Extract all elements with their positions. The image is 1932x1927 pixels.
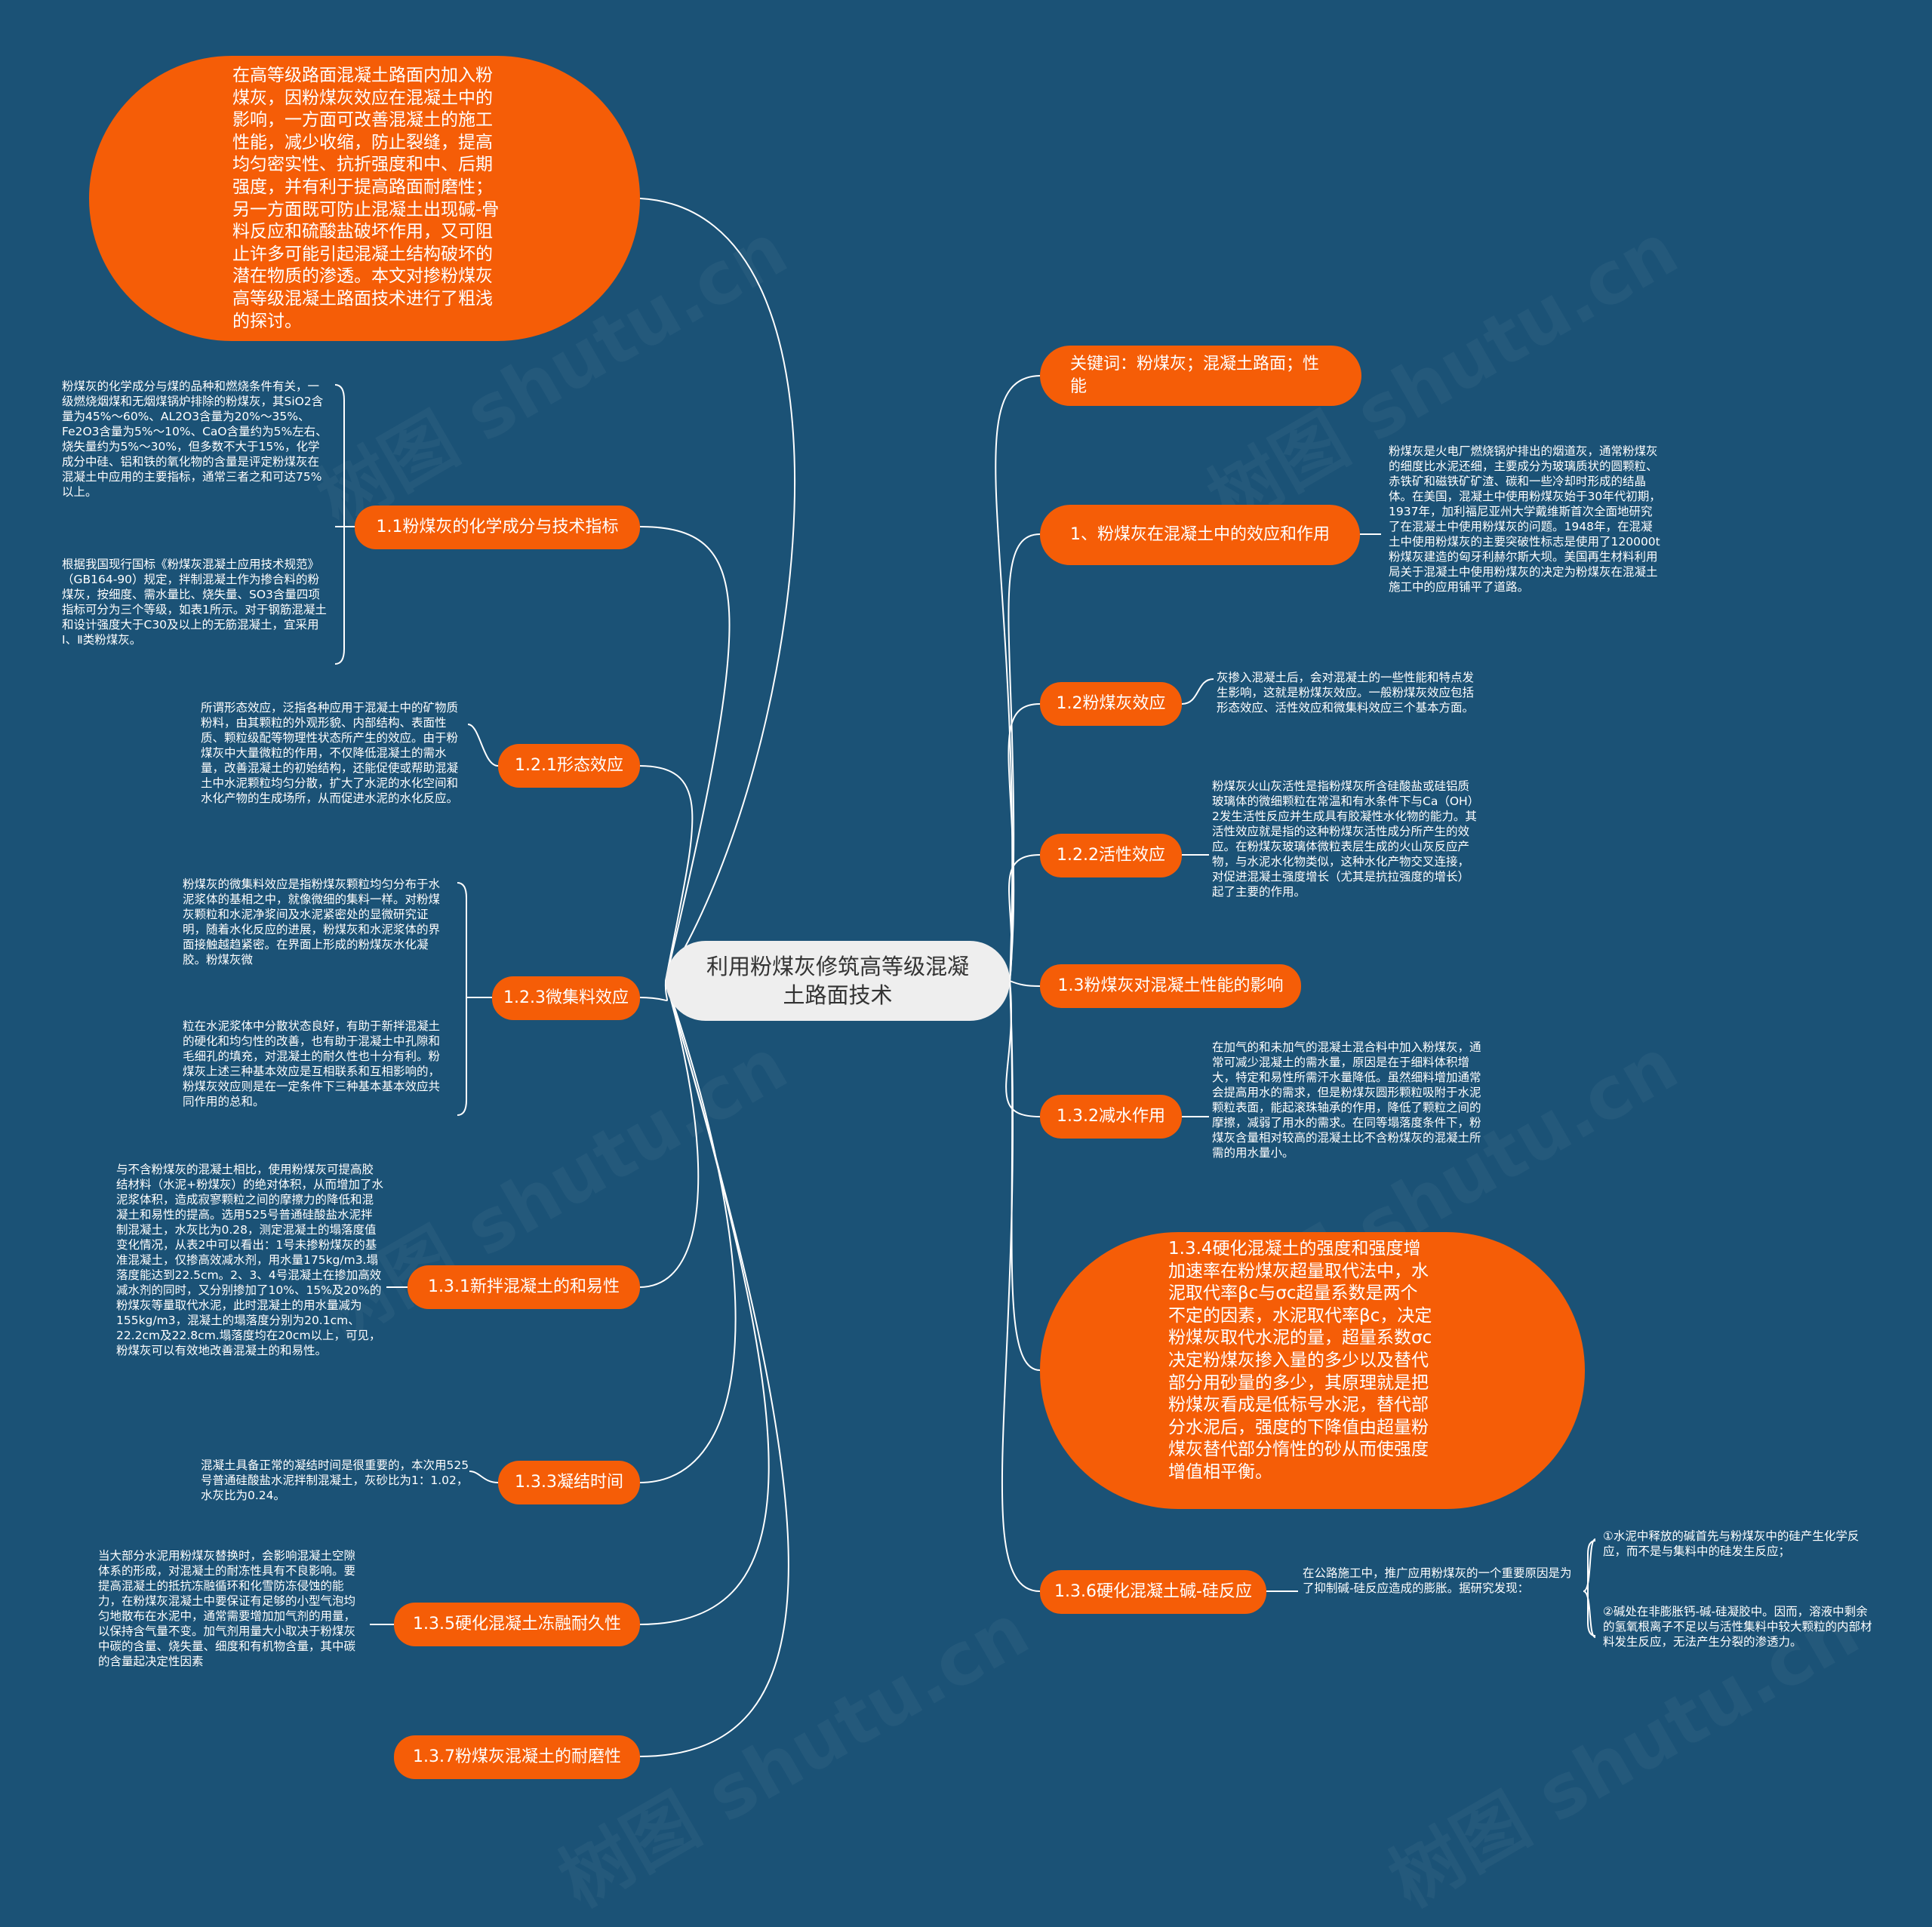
link-n136 — [1001, 980, 1041, 1592]
note-1-3-6-sub1: ①水泥中释放的碱首先与粉煤灰中的硅产生化学反应，而不是与集料中的硅发生反应； — [1603, 1529, 1860, 1558]
note-1-2-2: 粉煤灰火山灰活性是指粉煤灰所含硅酸盐或硅铝质玻璃体的微细颗粒在常温和有水条件下与… — [1212, 779, 1480, 899]
link-n136-sub — [1583, 1538, 1596, 1638]
node-1-3-1[interactable]: 1.3.1新拌混凝土的和易性 — [408, 1265, 640, 1309]
root-topic[interactable]: 利用粉煤灰修筑高等级混凝土路面技术 — [666, 941, 1010, 1021]
note-1-3-3: 混凝土具备正常的凝结时间是很重要的，本次用525号普通硅酸盐水泥拌制混凝土，灰砂… — [201, 1458, 469, 1502]
node-1-3-2[interactable]: 1.3.2减水作用 — [1040, 1095, 1182, 1139]
node-1-3-7[interactable]: 1.3.7粉煤灰混凝土的耐磨性 — [394, 1735, 640, 1779]
node-1-2[interactable]: 1.2粉煤灰效应 — [1040, 682, 1182, 726]
note-1-3-1: 与不含粉煤灰的混凝土相比，使用粉煤灰可提高胶结材料（水泥+粉煤灰）的绝对体积，从… — [116, 1163, 383, 1357]
link-n12 — [1008, 703, 1041, 982]
link-n133 — [638, 980, 737, 1483]
link-n11 — [638, 526, 731, 982]
note-1-3-6-sub2: ②碱处在非膨胀钙-碱-硅凝胶中。因而，溶液中剩余的氢氧根离子不足以与活性集料中较… — [1603, 1605, 1872, 1649]
intro-text: 在高等级路面混凝土路面内加入粉煤灰，因粉煤灰效应在混凝土中的影响，一方面可改善混… — [232, 66, 500, 331]
link-n131 — [638, 980, 700, 1288]
note-1-2-3-a: 粉煤灰的微集料效应是指粉煤灰颗粒均匀分布于水泥浆体的基相之中，就像微细的集料一样… — [183, 877, 441, 967]
node-1-effects[interactable]: 1、粉煤灰在混凝土中的效应和作用 — [1040, 505, 1360, 565]
link-n121-note — [467, 724, 499, 767]
link-intro — [639, 198, 796, 982]
connector-lines — [334, 198, 1596, 1757]
link-n13 — [1009, 980, 1041, 987]
note-1-3-2: 在加气的和未加气的混凝土混合料中加入粉煤灰，通常可减少混凝土的需水量，原因是在于… — [1212, 1040, 1481, 1160]
node-1-3-4-text: 1.3.4硬化混凝土的强度和强度增加速率在粉煤灰超量取代法中，水泥取代率βc与σ… — [1168, 1239, 1432, 1482]
bracket-n136 — [1587, 1540, 1596, 1637]
link-n121 — [638, 765, 694, 982]
bracket-n11 — [334, 384, 345, 665]
mind-map-canvas: 树图 shutu.cn 树图 shutu.cn 树图 shutu.cn 树图 s… — [62, 56, 1872, 1779]
link-n133-note — [469, 1471, 499, 1483]
note-1-1-a: 粉煤灰的化学成分与煤的品种和燃烧条件有关，一级燃烧烟煤和无烟煤锅炉排除的粉煤灰，… — [62, 380, 328, 499]
node-1-3-4[interactable]: 1.3.4硬化混凝土的强度和强度增加速率在粉煤灰超量取代法中，水泥取代率βc与σ… — [1040, 1232, 1585, 1509]
keywords-node[interactable]: 关键词：粉煤灰；混凝土路面；性能 — [1040, 346, 1361, 406]
link-n137 — [638, 980, 789, 1757]
note-1-3-5: 当大部分水泥用粉煤灰替换时，会影响混凝土空隙体系的形成，对混凝土的耐冻性具有不良… — [98, 1549, 356, 1668]
link-n135 — [638, 980, 770, 1625]
link-n123 — [638, 980, 668, 1001]
link-keywords — [995, 375, 1041, 982]
node-1-3-5[interactable]: 1.3.5硬化混凝土冻融耐久性 — [394, 1603, 640, 1646]
node-1-1[interactable]: 1.1粉煤灰的化学成分与技术指标 — [355, 506, 640, 549]
bracket-n123 — [457, 882, 467, 1116]
link-n122 — [1008, 854, 1041, 982]
node-1-3[interactable]: 1.3粉煤灰对混凝土性能的影响 — [1040, 964, 1301, 1008]
node-1-2-1[interactable]: 1.2.1形态效应 — [498, 744, 640, 788]
node-1-2-3[interactable]: 1.2.3微集料效应 — [492, 976, 640, 1020]
node-1-2-2[interactable]: 1.2.2活性效应 — [1040, 834, 1182, 877]
node-1-3-3[interactable]: 1.3.3凝结时间 — [498, 1461, 640, 1504]
note-1-2: 灰掺入混凝土后，会对混凝土的一些性能和特点发生影响，这就是粉煤灰效应。一般粉煤灰… — [1217, 671, 1475, 715]
note-1-effects: 粉煤灰是火电厂燃烧锅炉排出的烟道灰，通常粉煤灰的细度比水泥还细，主要成分为玻璃质… — [1389, 444, 1661, 594]
node-1-3-6[interactable]: 1.3.6硬化混凝土碱-硅反应 — [1040, 1570, 1266, 1614]
intro-node[interactable]: 在高等级路面混凝土路面内加入粉煤灰，因粉煤灰效应在混凝土中的影响，一方面可改善混… — [89, 56, 640, 341]
note-1-3-6: 在公路施工中，推广应用粉煤灰的一个重要原因是为了抑制碱-硅反应造成的膨胀。据研究… — [1303, 1566, 1572, 1595]
link-n12-note — [1181, 678, 1214, 705]
note-1-1-b: 根据我国现行国标《粉煤灰混凝土应用技术规范》（GB164-90）规定，拌制混凝土… — [62, 558, 327, 647]
link-n134 — [1009, 980, 1041, 1371]
note-1-2-3-b: 粒在水泥浆体中分散状态良好，有助于新拌混凝土的硬化和均匀性的改善，也有助于混凝土… — [183, 1019, 441, 1108]
note-1-2-1: 所谓形态效应，泛指各种应用于混凝土中的矿物质粉料，由其颗粒的外观形貌、内部结构、… — [201, 701, 459, 805]
